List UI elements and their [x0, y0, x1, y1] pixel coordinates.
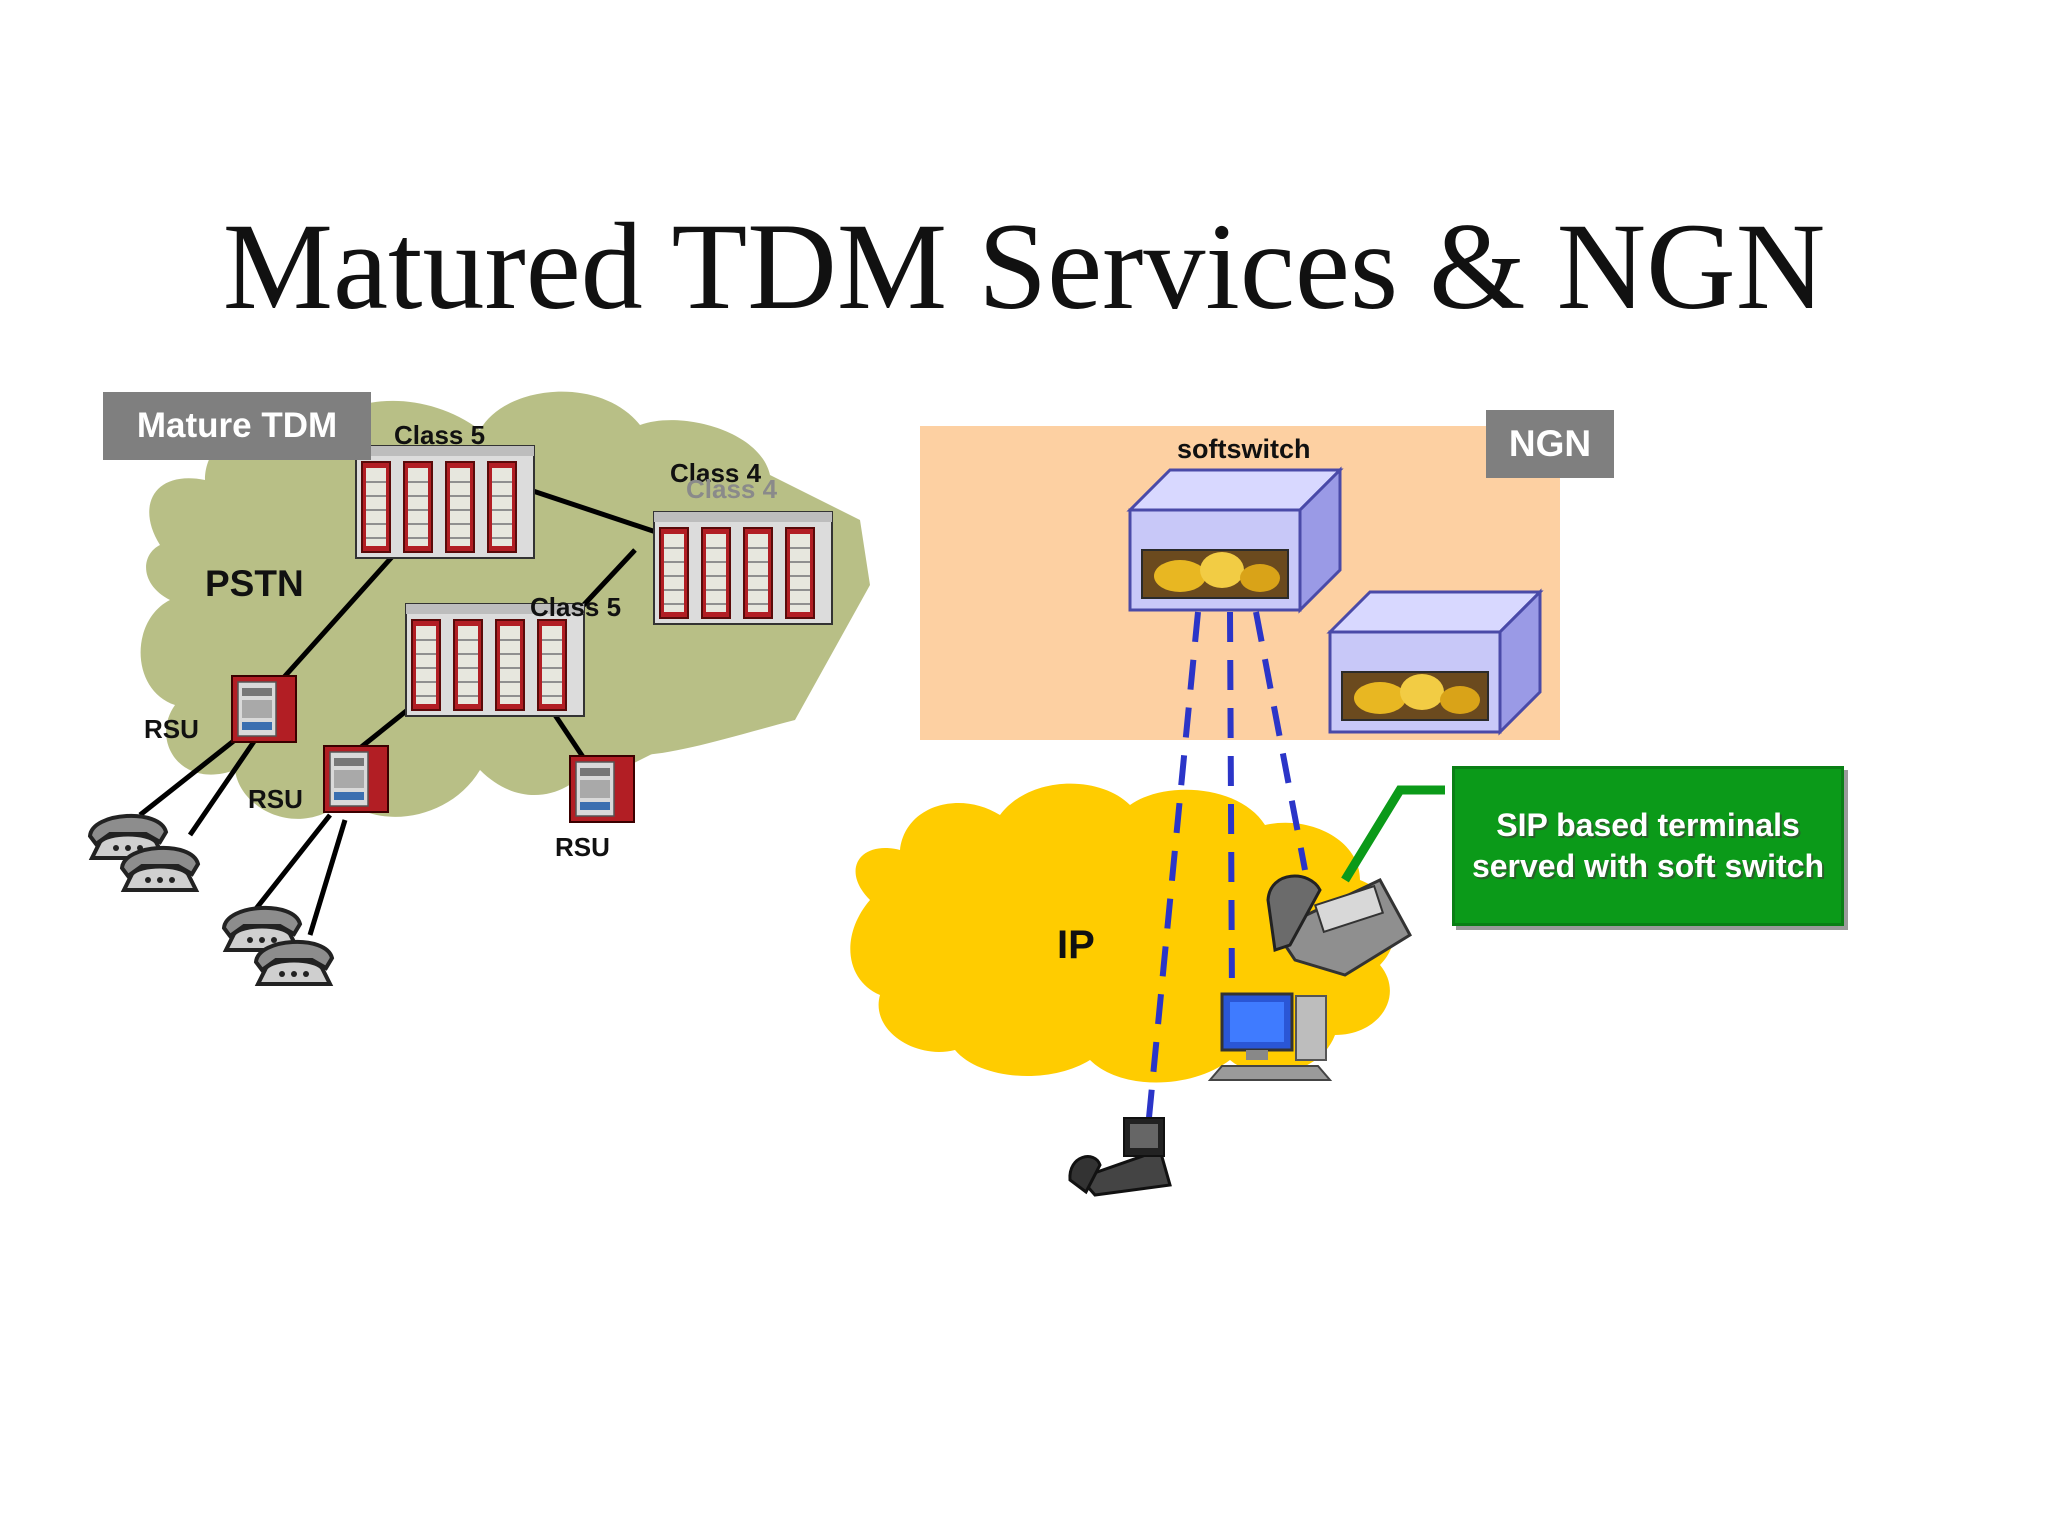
- ip-label: IP: [1057, 923, 1095, 967]
- pstn-label: PSTN: [205, 563, 304, 604]
- rsu-left-icon: [231, 675, 297, 743]
- class4-label: Class 4: [670, 458, 762, 488]
- desktop-computer-icon: [1207, 992, 1333, 1081]
- telephone-icon: [254, 939, 334, 986]
- class4-switch-icon: [654, 512, 832, 624]
- sip-terminals-callout: SIP based terminals served with soft swi…: [1452, 766, 1844, 926]
- rsu-right-label: RSU: [555, 832, 610, 862]
- ngn-tag: NGN: [1486, 410, 1614, 478]
- callout-pointer: [1341, 785, 1445, 883]
- rsu-middle-icon: [323, 745, 389, 813]
- rsu-left-label: RSU: [144, 714, 199, 744]
- class5-top-label: Class 5: [394, 420, 486, 450]
- signaling-links: [1145, 611, 1308, 1129]
- telephone-icon: [120, 845, 200, 892]
- softswitch-server-secondary-icon: [1328, 590, 1542, 734]
- softswitch-server-icon: [1128, 468, 1342, 612]
- rsu-right-icon: [569, 755, 635, 823]
- video-phone-icon: [1068, 1117, 1172, 1197]
- ip-phone-icon: [1266, 874, 1412, 977]
- rsu-middle-label: RSU: [248, 784, 303, 814]
- class5-switch-top-icon: [356, 446, 534, 558]
- class4-shadow-label: Class 4: [686, 474, 778, 504]
- softswitch-label: softswitch: [1177, 434, 1311, 464]
- mature-tdm-tag: Mature TDM: [103, 392, 371, 460]
- slide-title: Matured TDM Services & NGN: [222, 198, 1826, 335]
- callout-text: SIP based terminals served with soft swi…: [1471, 807, 1825, 884]
- class5-middle-label: Class 5: [530, 592, 622, 622]
